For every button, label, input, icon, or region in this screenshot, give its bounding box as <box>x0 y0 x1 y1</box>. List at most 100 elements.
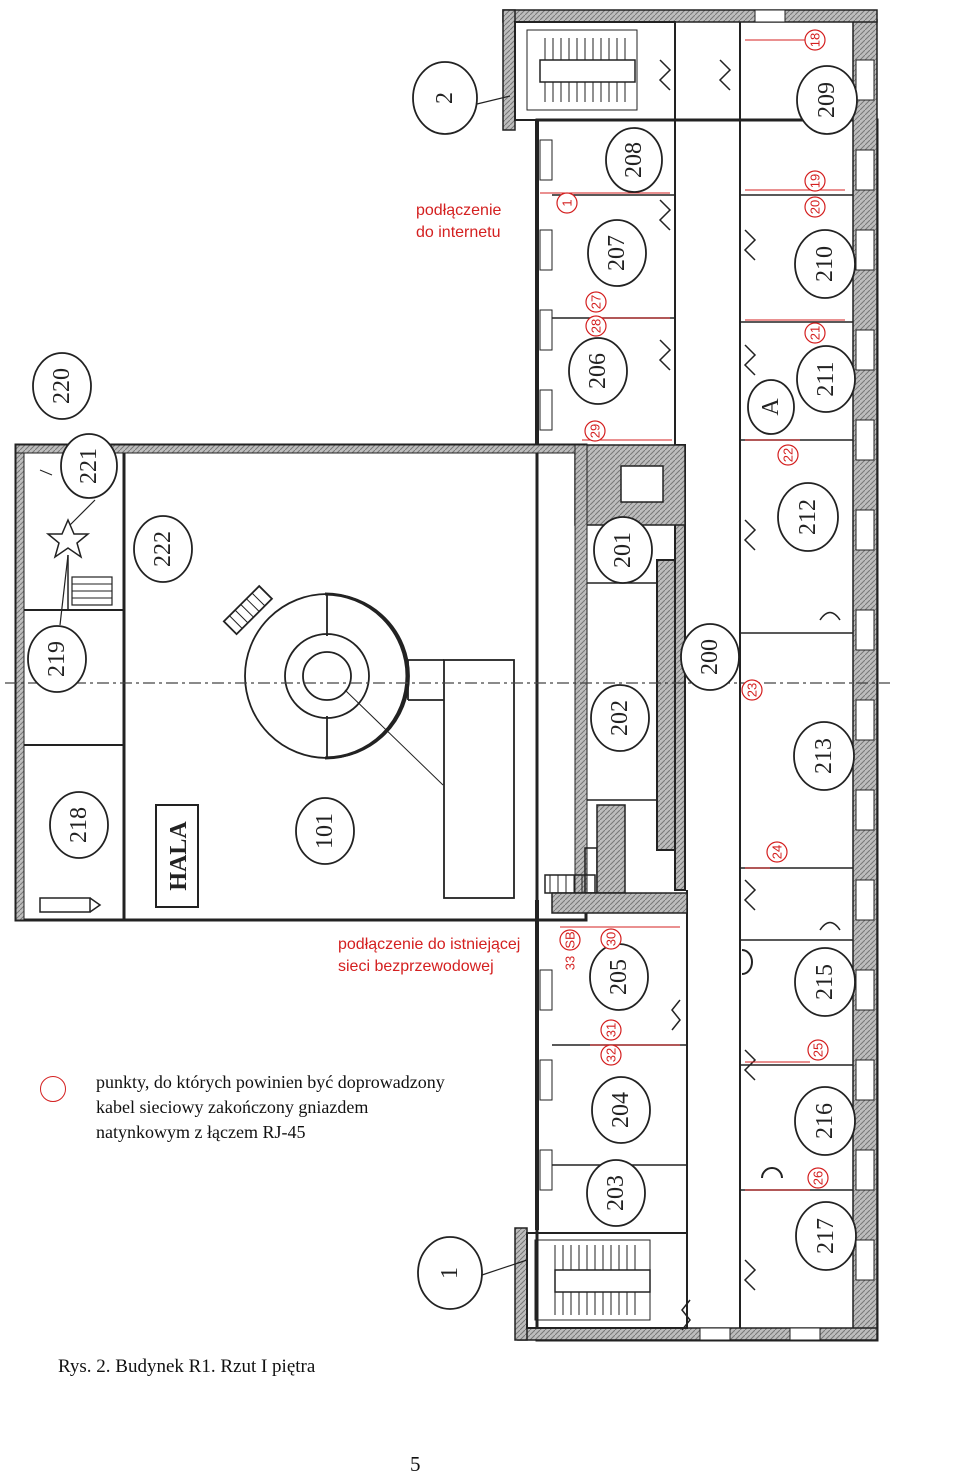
point-32: 32 <box>600 1044 622 1066</box>
room-217: 217 <box>795 1201 857 1271</box>
svg-text:1: 1 <box>560 199 575 206</box>
svg-text:30: 30 <box>604 932 619 946</box>
svg-text:HALA: HALA <box>166 821 192 891</box>
leader-lines <box>59 95 528 1276</box>
svg-text:29: 29 <box>588 424 603 438</box>
core-block <box>574 444 686 801</box>
point-1: 1 <box>556 192 578 214</box>
svg-text:27: 27 <box>589 295 604 309</box>
svg-text:33: 33 <box>563 956 578 970</box>
point-29: 29 <box>584 420 606 442</box>
svg-text:podłączenie do istniejącej: podłączenie do istniejącej <box>338 936 520 953</box>
room-209: 209 <box>796 65 858 135</box>
svg-text:217: 217 <box>813 1218 839 1254</box>
point-20: 20 <box>804 196 826 218</box>
point-25: 25 <box>807 1039 829 1061</box>
svg-text:21: 21 <box>808 326 823 340</box>
room-210: 210 <box>794 229 856 299</box>
point-19: 19 <box>804 170 826 192</box>
room-207: 207 <box>587 219 647 287</box>
svg-text:31: 31 <box>604 1023 619 1037</box>
internet-connection-note: podłączenie do internetu <box>416 202 502 241</box>
room-218: 218 <box>49 791 109 859</box>
svg-text:do internetu: do internetu <box>416 224 501 241</box>
window-marks <box>539 9 875 1341</box>
svg-text:26: 26 <box>811 1171 826 1185</box>
sink-fixtures <box>741 949 783 1179</box>
legend-text: punkty, do których powinien być doprowad… <box>96 1072 445 1142</box>
stair-2: 2 <box>412 61 478 135</box>
room-211: 211 <box>796 345 856 413</box>
point-18: 18 <box>804 29 826 51</box>
svg-text:220: 220 <box>49 368 75 404</box>
room-206: 206 <box>568 337 628 405</box>
room-215: 215 <box>794 947 856 1017</box>
svg-text:212: 212 <box>795 499 821 535</box>
stair-1: 1 <box>417 1236 483 1310</box>
svg-text:podłączenie: podłączenie <box>416 202 502 219</box>
svg-text:A: A <box>758 398 784 416</box>
hall-walls <box>14 443 688 922</box>
room-219: 219 <box>27 625 87 693</box>
point-27: 27 <box>585 291 607 313</box>
hall-installation <box>222 584 515 899</box>
svg-text:24: 24 <box>770 845 785 859</box>
svg-text:222: 222 <box>150 531 176 567</box>
svg-text:218: 218 <box>66 807 92 843</box>
room-a: A <box>747 379 795 435</box>
room-208: 208 <box>605 127 663 193</box>
point-31: 31 <box>600 1019 622 1041</box>
point-21: 21 <box>804 322 826 344</box>
point-33: 33 <box>563 956 578 970</box>
svg-text:22: 22 <box>781 448 796 462</box>
svg-text:32: 32 <box>604 1048 619 1062</box>
svg-text:211: 211 <box>813 361 839 396</box>
svg-text:sieci bezprzewodowej: sieci bezprzewodowej <box>338 958 494 975</box>
room-220: 220 <box>32 352 92 420</box>
corridor-walls <box>656 22 741 1328</box>
room-204: 204 <box>591 1076 651 1144</box>
svg-text:2: 2 <box>432 92 458 104</box>
svg-text:207: 207 <box>604 235 630 271</box>
room-200: 200 <box>680 623 740 691</box>
stair-shafts <box>514 21 688 1329</box>
svg-text:209: 209 <box>814 82 840 118</box>
svg-text:101: 101 <box>312 813 338 849</box>
svg-text:18: 18 <box>808 33 823 47</box>
network-lines <box>540 39 845 1191</box>
room-202: 202 <box>590 684 650 752</box>
point-24: 24 <box>766 841 788 863</box>
point-28: 28 <box>585 315 607 337</box>
point-22: 22 <box>777 444 799 466</box>
svg-text:208: 208 <box>621 142 647 178</box>
point-26: 26 <box>807 1167 829 1189</box>
room-205: 205 <box>589 943 649 1011</box>
svg-text:200: 200 <box>697 639 723 675</box>
svg-text:28: 28 <box>589 319 604 333</box>
point-30: 30 <box>600 928 622 950</box>
page-number: 5 <box>410 1452 421 1476</box>
room-221: 221 <box>60 433 118 499</box>
svg-text:221: 221 <box>76 448 102 484</box>
svg-text:204: 204 <box>608 1092 634 1128</box>
point-23: 23 <box>741 679 763 701</box>
door-marks <box>658 59 841 1331</box>
point-sb: SB <box>559 929 581 951</box>
room-212: 212 <box>777 482 839 552</box>
legend-circle-icon <box>40 1076 66 1102</box>
room-213: 213 <box>793 721 855 791</box>
svg-text:SB: SB <box>563 931 578 948</box>
svg-text:202: 202 <box>607 700 633 736</box>
figure-caption: Rys. 2. Budynek R1. Rzut I piętra <box>58 1356 316 1377</box>
svg-text:216: 216 <box>812 1103 838 1139</box>
room-201: 201 <box>593 516 653 584</box>
svg-text:205: 205 <box>606 959 632 995</box>
svg-text:203: 203 <box>603 1175 629 1211</box>
svg-text:201: 201 <box>610 532 636 568</box>
room-labels: 209 208 207 210 206 211 A 220 221 212 22… <box>27 61 858 1310</box>
network-points: 18 19 20 1 27 28 21 29 22 23 24 30 SB 33… <box>556 29 829 1189</box>
hala-label: HALA <box>155 804 199 908</box>
room-216: 216 <box>794 1086 856 1156</box>
svg-text:219: 219 <box>44 641 70 677</box>
room-222: 222 <box>133 515 193 583</box>
